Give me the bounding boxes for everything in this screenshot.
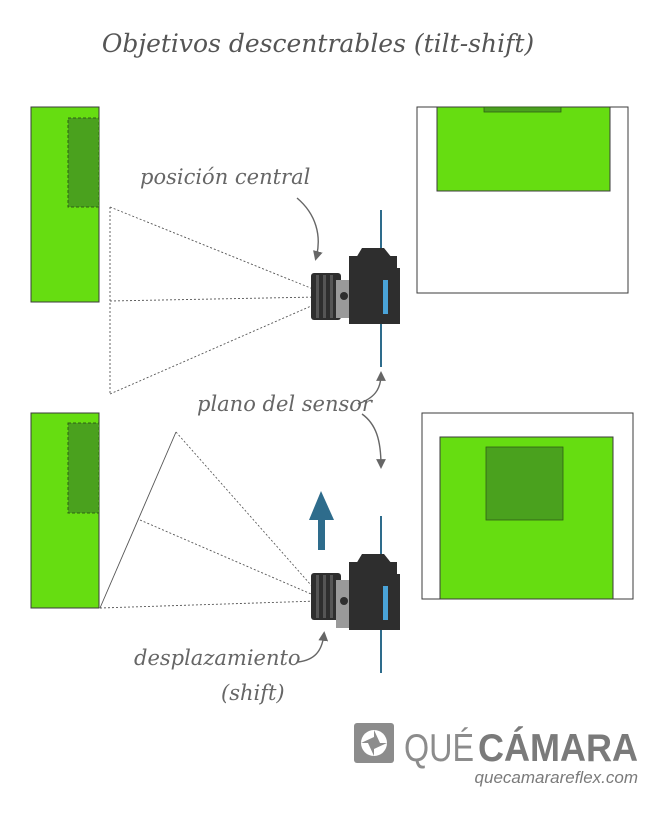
camera-icon xyxy=(311,248,400,324)
annotation-arrow-shift xyxy=(297,631,329,663)
annotation-arrow-sensor-down xyxy=(361,413,386,469)
label-center-position: posición central xyxy=(140,165,310,189)
label-sensor-plane: plano del sensor xyxy=(197,392,374,416)
shift-arrow-icon xyxy=(309,491,334,550)
brand-url: quecamarareflex.com xyxy=(475,768,638,787)
field-of-view-bottom xyxy=(99,431,319,609)
scene-shift xyxy=(30,412,634,673)
brand-logo: QUÉ CÁMARA quecamarareflex.com xyxy=(354,723,638,787)
captured-area-bottom xyxy=(67,422,100,514)
label-shift-line1: desplazamiento xyxy=(134,646,301,670)
brand-name-light: QUÉ xyxy=(404,727,474,770)
camera-icon xyxy=(311,554,400,630)
brand-name-bold: CÁMARA xyxy=(478,726,638,770)
viewfinder-frame-top xyxy=(416,106,629,294)
diagram-title: Objetivos descentrables (tilt-shift) xyxy=(102,29,534,58)
annotation-arrow-sensor-up xyxy=(357,371,386,405)
viewfinder-frame-bottom xyxy=(421,412,634,600)
field-of-view-top xyxy=(109,206,319,395)
captured-area-top xyxy=(67,117,100,208)
label-shift-line2: (shift) xyxy=(221,681,285,705)
scene-central-position xyxy=(30,106,629,395)
annotation-arrow-center xyxy=(296,197,323,261)
aperture-icon xyxy=(354,723,394,763)
